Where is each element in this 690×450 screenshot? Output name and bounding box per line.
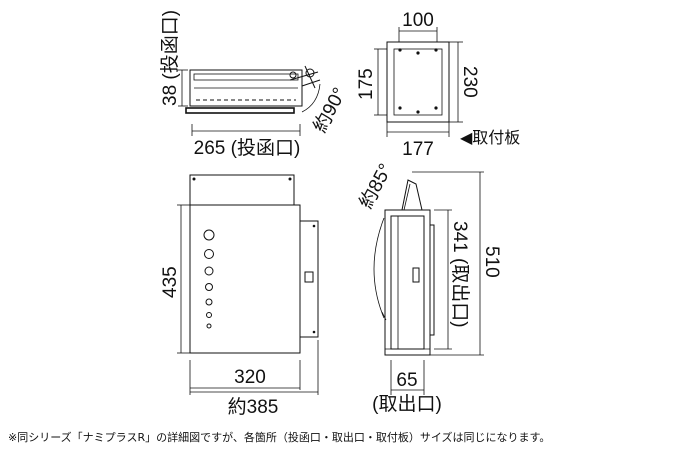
top-view-lid xyxy=(193,73,299,81)
side-lid-open xyxy=(401,179,423,211)
top-view-body xyxy=(189,69,303,107)
top-view-height-label: 38 (投函口) xyxy=(159,10,181,106)
footnote: ※同シリーズ「ナミプラスR」の詳細図ですが、各箇所（投函口・取出口・取付板）サイ… xyxy=(8,430,550,444)
front-side-door xyxy=(299,220,319,338)
front-body xyxy=(189,204,301,354)
top-view: 38 (投函口) 265 (投函口) 約90° xyxy=(159,10,351,159)
vent-hole xyxy=(206,323,212,329)
front-view: 435 320 約385 xyxy=(160,174,319,418)
side-lock xyxy=(412,267,420,283)
side-view: 約85° 341 (取出口) 510 65 (取出口) xyxy=(355,160,502,415)
front-overall-width-label: 約385 xyxy=(228,396,279,418)
front-lid xyxy=(189,174,295,206)
plate-right-label: 230 xyxy=(459,66,480,98)
side-angle-label: 約85° xyxy=(355,160,397,212)
vent-hole xyxy=(205,283,213,291)
plate-top-label: 100 xyxy=(402,10,434,31)
vent-hole xyxy=(206,312,212,318)
side-depth-caption: (取出口) xyxy=(372,393,442,415)
vent-hole xyxy=(204,249,214,259)
front-height-label: 435 xyxy=(160,266,181,298)
swing-arc xyxy=(373,217,385,319)
side-depth-label: 65 xyxy=(396,370,417,391)
mount-plate-outline xyxy=(386,41,450,123)
side-total-height-label: 510 xyxy=(481,246,502,278)
front-width-label: 320 xyxy=(234,367,266,388)
side-body xyxy=(384,209,431,356)
side-outlet-height-label: 341 (取出口) xyxy=(449,221,471,328)
top-view-width-label: 265 (投函口) xyxy=(194,137,301,159)
mount-plate-view: 100 177 175 230 ◀取付板 xyxy=(356,10,520,160)
plate-caption: ◀取付板 xyxy=(460,129,520,147)
vent-hole xyxy=(204,266,214,276)
plate-bottom-label: 177 xyxy=(402,139,434,160)
top-view-base xyxy=(185,107,295,114)
vent-hole xyxy=(203,229,215,241)
vent-hole xyxy=(205,298,213,306)
top-view-angle-label: 約90° xyxy=(309,84,351,136)
plate-left-label: 175 xyxy=(356,68,377,100)
lock-icon xyxy=(304,271,314,283)
rotation-arc xyxy=(301,83,321,113)
